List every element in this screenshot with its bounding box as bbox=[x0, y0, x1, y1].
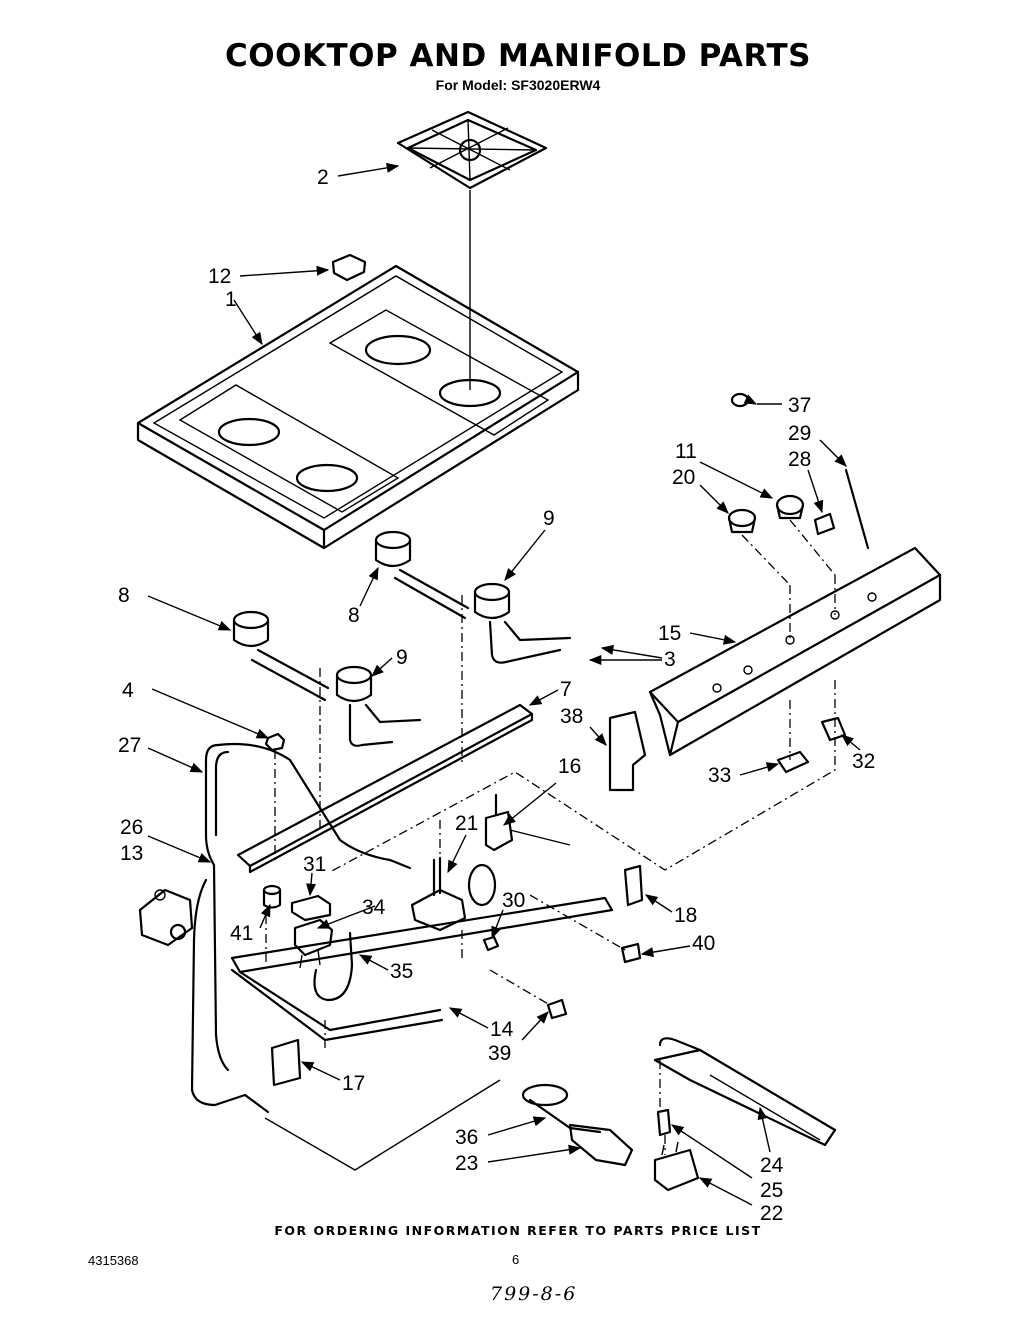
wire-35 bbox=[313, 931, 354, 1002]
ordering-note: FOR ORDERING INFORMATION REFER TO PARTS … bbox=[274, 1223, 762, 1238]
valve-11 bbox=[775, 494, 805, 520]
burner-brace bbox=[236, 703, 534, 874]
label-8-middle: 8 bbox=[348, 604, 360, 627]
label-31: 31 bbox=[303, 853, 326, 876]
label-2: 2 bbox=[317, 166, 329, 189]
clip-32 bbox=[820, 716, 847, 742]
oven-burner bbox=[653, 1037, 837, 1147]
bracket-18 bbox=[623, 864, 644, 907]
label-36: 36 bbox=[455, 1126, 478, 1149]
label-29: 29 bbox=[788, 422, 811, 445]
label-25: 25 bbox=[760, 1179, 783, 1202]
label-15: 15 bbox=[658, 622, 681, 645]
screw-40 bbox=[620, 942, 642, 964]
label-11: 11 bbox=[675, 440, 697, 463]
label-17: 17 bbox=[342, 1072, 365, 1095]
label-16: 16 bbox=[558, 755, 581, 778]
label-24: 24 bbox=[760, 1154, 784, 1177]
page-number: 6 bbox=[512, 1252, 520, 1267]
label-8-left: 8 bbox=[118, 584, 130, 607]
valve-13 bbox=[138, 888, 194, 947]
label-21: 21 bbox=[455, 812, 478, 835]
screw-39 bbox=[546, 998, 568, 1020]
regulator-21 bbox=[410, 856, 497, 932]
cooktop bbox=[136, 264, 580, 550]
label-4: 4 bbox=[122, 679, 134, 702]
label-32: 32 bbox=[852, 750, 875, 773]
igniter-22 bbox=[653, 1141, 700, 1192]
label-30: 30 bbox=[502, 889, 525, 912]
holder-25 bbox=[656, 1108, 672, 1137]
shield-38 bbox=[608, 710, 647, 792]
model-subtitle: For Model: SF3020ERW4 bbox=[435, 77, 601, 93]
label-9-upper: 9 bbox=[543, 507, 555, 530]
bracket-31 bbox=[290, 894, 332, 922]
label-35: 35 bbox=[390, 960, 413, 983]
label-22: 22 bbox=[760, 1202, 783, 1225]
label-33: 33 bbox=[708, 764, 731, 787]
label-18: 18 bbox=[674, 904, 697, 927]
label-1: 1 bbox=[225, 288, 237, 311]
label-34: 34 bbox=[362, 896, 386, 919]
label-13: 13 bbox=[120, 842, 143, 865]
manifold-bracket bbox=[648, 546, 942, 757]
label-28: 28 bbox=[788, 448, 811, 471]
leader-lines bbox=[147, 162, 861, 1206]
fitting-30 bbox=[482, 935, 500, 952]
bracket-12 bbox=[331, 253, 367, 282]
label-40: 40 bbox=[692, 932, 715, 955]
label-26: 26 bbox=[120, 816, 143, 839]
label-38: 38 bbox=[560, 705, 583, 728]
clip-37 bbox=[730, 392, 750, 408]
switch-16 bbox=[484, 793, 571, 852]
spacer-41 bbox=[262, 884, 282, 909]
document-number: 4315368 bbox=[88, 1253, 139, 1268]
burner-assembly-upper bbox=[374, 530, 572, 664]
label-12: 12 bbox=[208, 265, 231, 288]
nut-4 bbox=[264, 732, 286, 752]
label-20: 20 bbox=[672, 466, 695, 489]
label-3: 3 bbox=[664, 648, 676, 671]
bracket-17 bbox=[270, 1038, 302, 1087]
label-7: 7 bbox=[560, 678, 572, 701]
manifold-pipe bbox=[230, 896, 614, 1042]
pilot-23 bbox=[568, 1123, 634, 1167]
rod-29 bbox=[844, 468, 870, 550]
label-23: 23 bbox=[455, 1152, 478, 1175]
orifice-36 bbox=[521, 1083, 602, 1134]
label-9-lower: 9 bbox=[396, 646, 408, 669]
label-41: 41 bbox=[230, 922, 253, 945]
valve-20 bbox=[727, 508, 757, 534]
valve-28 bbox=[813, 512, 836, 536]
label-37: 37 bbox=[788, 394, 811, 417]
burner-grate bbox=[396, 110, 548, 190]
gas-line bbox=[190, 742, 412, 1114]
clip-33 bbox=[776, 750, 810, 774]
label-39: 39 bbox=[488, 1042, 511, 1065]
label-27: 27 bbox=[118, 734, 141, 757]
burner-assembly-lower bbox=[232, 610, 422, 747]
page-title: COOKTOP AND MANIFOLD PARTS bbox=[225, 38, 811, 74]
handwritten-note: 799-8-6 bbox=[490, 1283, 578, 1305]
label-14: 14 bbox=[490, 1018, 514, 1041]
